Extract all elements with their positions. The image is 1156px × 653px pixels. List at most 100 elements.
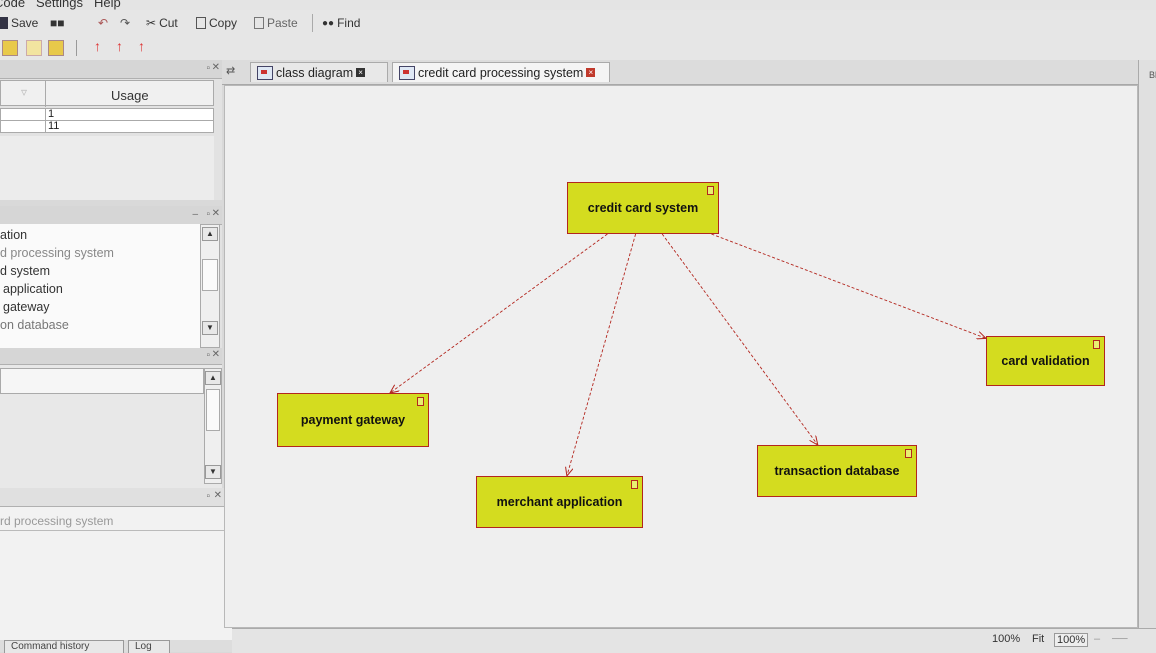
component-label: credit card system	[587, 201, 699, 215]
dependency-arrow[interactable]	[711, 233, 986, 338]
component-merchant-application[interactable]: merchant application	[476, 476, 643, 528]
tree-item[interactable]: d system	[0, 264, 51, 278]
close-icon[interactable]: ✕	[211, 349, 220, 360]
documentation-field[interactable]: rd processing system	[0, 510, 226, 531]
usage-panel: ▫ ✕ ▿ Usage 1 11	[0, 60, 222, 200]
close-icon[interactable]: ✕	[211, 208, 220, 219]
fit-button[interactable]: Fit	[1032, 633, 1045, 645]
paste-button[interactable]: Paste	[254, 14, 298, 32]
save-label: Save	[11, 16, 39, 30]
bottom-tab-bar: Command history Log	[0, 640, 232, 653]
binoculars-icon: ■■	[50, 16, 65, 30]
menu-code[interactable]: Code	[0, 0, 26, 10]
table-row[interactable]: 1	[0, 108, 214, 121]
tab-list-icon[interactable]: ⇄	[226, 65, 236, 77]
component-card-validation[interactable]: card validation	[986, 336, 1105, 386]
tab-log[interactable]: Log	[128, 640, 170, 653]
close-tab-icon[interactable]: ×	[356, 68, 366, 77]
scroll-down-icon[interactable]: ▼	[202, 321, 218, 335]
tree-item[interactable]: d processing system	[0, 246, 114, 260]
tree-item[interactable]: ation	[0, 228, 28, 242]
zoom-level: 100%	[992, 633, 1021, 645]
dependency-arrow[interactable]	[567, 233, 637, 476]
component-payment-gateway[interactable]: payment gateway	[277, 393, 429, 447]
component-icon	[1093, 340, 1100, 349]
minimize-icon[interactable]: –	[192, 209, 198, 220]
side-panel-label[interactable]: Bl	[1149, 70, 1156, 80]
properties-panel-header: ▫ ✕	[0, 348, 222, 365]
redo-button[interactable]: ↷	[120, 14, 130, 32]
new-folder-icon[interactable]	[2, 40, 18, 56]
dependency-arrow[interactable]	[661, 233, 818, 445]
move-up-alt-icon[interactable]: ↑	[116, 38, 123, 54]
tab-command-history[interactable]: Command history	[4, 640, 124, 653]
close-icon[interactable]: ✕	[213, 490, 222, 501]
model-scrollbar[interactable]: ▲ ▼	[200, 224, 220, 348]
scroll-down-icon[interactable]: ▼	[205, 465, 221, 479]
close-icon[interactable]: ✕	[211, 62, 220, 73]
open-icon[interactable]	[26, 40, 42, 56]
close-tab-icon[interactable]: ×	[586, 68, 596, 77]
tree-item[interactable]: application	[3, 282, 63, 296]
usage-panel-header: ▫ ✕	[0, 60, 222, 79]
tab-label: class diagram	[276, 65, 354, 80]
scroll-thumb[interactable]	[202, 259, 218, 291]
move-top-icon[interactable]: ↑	[138, 38, 145, 54]
paste-icon	[254, 17, 264, 29]
tab-credit-card-processing-system[interactable]: credit card processing system ×	[392, 62, 610, 82]
usage-column-header[interactable]: Usage	[111, 88, 149, 103]
zoom-out-icon[interactable]: –	[1094, 633, 1101, 645]
component-credit-card-system[interactable]: credit card system	[567, 182, 719, 234]
component-transaction-database[interactable]: transaction database	[757, 445, 917, 497]
find-button[interactable]: ●● Find	[322, 14, 360, 32]
filter-icon[interactable]: ▿	[21, 85, 28, 99]
move-up-icon[interactable]: ↑	[94, 38, 101, 54]
properties-scrollbar[interactable]: ▲ ▼	[204, 368, 222, 484]
float-icon[interactable]: ▫	[206, 209, 210, 220]
zoom-slider[interactable]: ──	[1112, 633, 1128, 645]
toolbar-separator	[76, 40, 77, 56]
usage-table-header: ▿ Usage	[0, 80, 214, 107]
document-icon[interactable]	[48, 40, 64, 56]
table-row[interactable]: 11	[0, 120, 214, 133]
secondary-toolbar: ↑ ↑ ↑	[0, 36, 1156, 61]
dependency-arrow[interactable]	[390, 233, 608, 393]
component-icon	[417, 397, 424, 406]
scroll-up-icon[interactable]: ▲	[202, 227, 218, 241]
dependency-layer	[225, 233, 1138, 628]
cut-button[interactable]: ✂ Cut	[146, 14, 178, 32]
menu-settings[interactable]: Settings	[36, 0, 83, 10]
undo-icon: ↶	[98, 16, 109, 30]
right-side-panel: Bl	[1138, 60, 1156, 652]
properties-field[interactable]	[0, 368, 204, 394]
find-label: Find	[337, 16, 361, 30]
component-icon	[707, 186, 714, 195]
zoom-input[interactable]: 100%	[1054, 633, 1089, 647]
usage-table: 1 11	[0, 108, 214, 133]
undo-button[interactable]: ↶	[98, 14, 108, 32]
float-icon[interactable]: ▫	[206, 350, 210, 361]
binoculars-button[interactable]: ■■	[50, 14, 65, 32]
documentation-text: rd processing system	[0, 514, 114, 528]
scroll-thumb[interactable]	[206, 389, 220, 431]
find-binoculars-icon: ●●	[322, 17, 335, 29]
toolbar-separator	[312, 14, 313, 32]
float-icon[interactable]: ▫	[206, 491, 210, 502]
menu-help[interactable]: Help	[94, 0, 121, 10]
diagram-canvas[interactable]: credit card system payment gateway merch…	[224, 85, 1138, 628]
tab-class-diagram[interactable]: class diagram ×	[250, 62, 388, 82]
properties-panel: ▫ ✕ ▲ ▼	[0, 348, 222, 488]
tree-item[interactable]: on database	[0, 318, 69, 332]
tree-item[interactable]: gateway	[3, 300, 50, 314]
model-panel-header: – ▫ ✕	[0, 206, 222, 225]
documentation-panel: ▫ ✕ rd processing system	[0, 488, 232, 652]
menu-bar: Code Settings Help	[0, 0, 1156, 10]
usage-cell: 11	[45, 120, 214, 133]
status-bar: 100% Fit 100% – ──	[232, 628, 1156, 653]
float-icon[interactable]: ▫	[206, 63, 210, 74]
component-label: card validation	[1001, 354, 1090, 368]
copy-button[interactable]: Copy	[196, 14, 237, 32]
scroll-up-icon[interactable]: ▲	[205, 371, 221, 385]
main-toolbar: Save ■■ ↶ ↷ ✂ Cut Copy Paste ●● Find	[0, 10, 1156, 37]
save-button[interactable]: Save	[0, 14, 38, 32]
